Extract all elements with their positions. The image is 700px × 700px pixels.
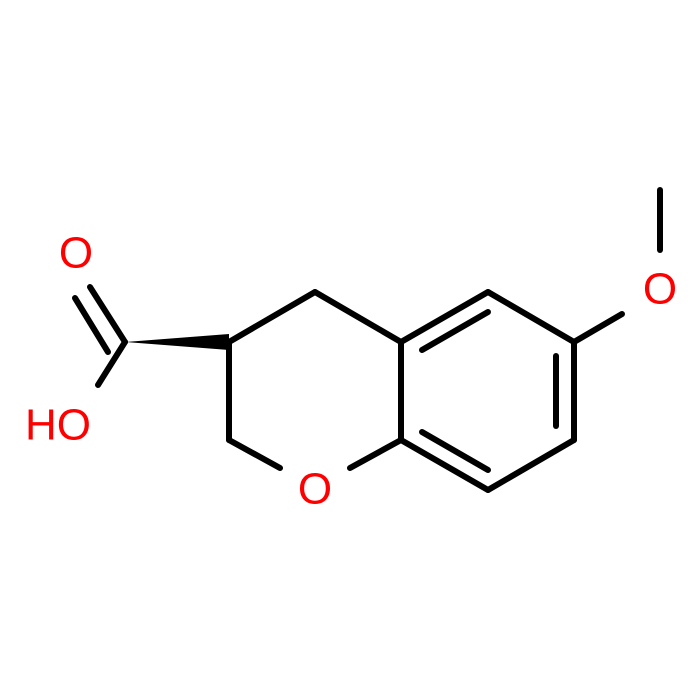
ring-oxygen-label: O — [298, 465, 332, 514]
carbonyl-oxygen-label: O — [59, 229, 93, 278]
bond-c2-o1 — [226, 437, 283, 471]
bond-carbonyl-outer — [87, 284, 128, 345]
bond-c4a-c5 — [398, 289, 491, 345]
atom-labels: O HO O O — [25, 229, 677, 514]
wedge-bond — [125, 334, 229, 350]
bond-c4-c4a — [312, 289, 404, 345]
bond-carbonyl-inner — [72, 295, 111, 355]
aromatic-inner-c4a-c5 — [419, 309, 491, 353]
aromatic-inner-c8-c8a — [419, 429, 491, 473]
bond-o1-c8a — [347, 437, 404, 471]
bond-c-oh — [95, 339, 128, 388]
bond-c8-c8a — [398, 437, 491, 493]
bonds — [72, 187, 663, 493]
bond-c5-c6 — [485, 289, 577, 345]
bond-c7-c8 — [485, 437, 577, 493]
hydroxyl-label: HO — [25, 401, 91, 450]
bond-c6-o — [571, 311, 625, 345]
bond-c3-c4 — [226, 289, 318, 345]
methoxy-oxygen-label: O — [643, 265, 677, 314]
